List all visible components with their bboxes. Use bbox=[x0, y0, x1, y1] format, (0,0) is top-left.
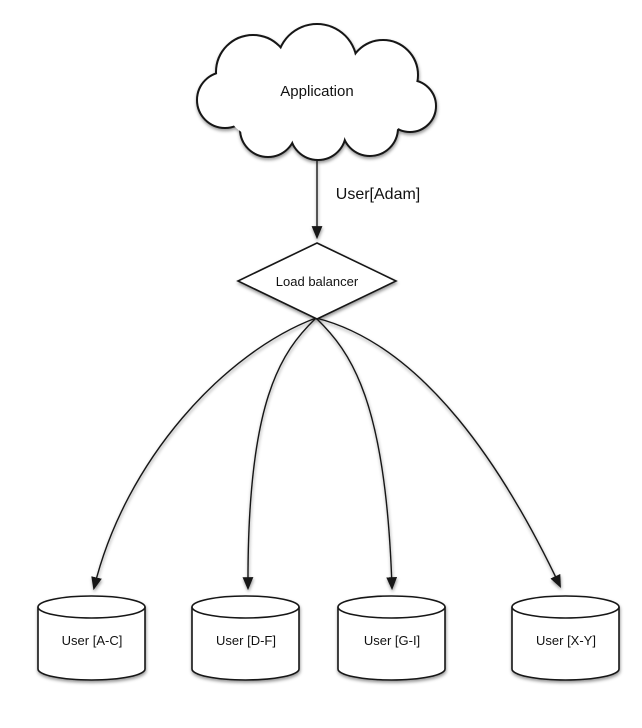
database-cylinder-4 bbox=[511, 595, 620, 681]
cloud-shape bbox=[196, 23, 437, 161]
database-cylinder-3 bbox=[337, 595, 446, 681]
database-label-2: User [D-F] bbox=[216, 632, 276, 648]
edge-to-db-2 bbox=[242, 317, 317, 591]
database-label-3: User [G-I] bbox=[363, 632, 421, 648]
edge-to-db-3 bbox=[315, 317, 398, 591]
edge-to-db-4 bbox=[315, 317, 561, 588]
database-cylinder-1 bbox=[37, 595, 146, 681]
database-cylinder-2 bbox=[191, 595, 300, 681]
edge-to-db-1 bbox=[91, 317, 317, 591]
application-node-label: Application bbox=[280, 82, 354, 100]
load-balancer-node-label: Load balancer bbox=[275, 273, 359, 289]
database-label-1: User [A-C] bbox=[61, 632, 123, 648]
load-balancer-diamond bbox=[236, 242, 398, 320]
database-label-4: User [X-Y] bbox=[536, 632, 596, 648]
edge-user-adam-label: User[Adam] bbox=[335, 186, 421, 204]
